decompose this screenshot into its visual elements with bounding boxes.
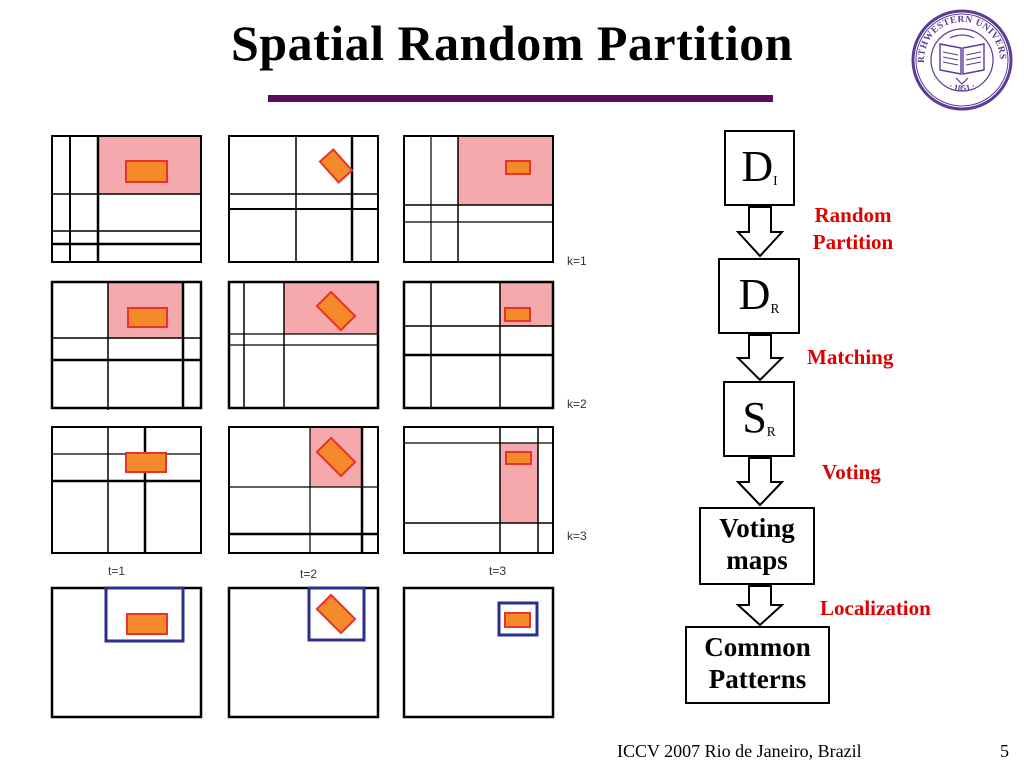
object-diamond xyxy=(318,148,354,184)
flow-node-voting-maps-line1: Voting xyxy=(719,513,795,543)
object-rectangle xyxy=(125,160,168,183)
grid-panel xyxy=(51,135,202,263)
localized-box xyxy=(104,586,185,643)
partition-figure xyxy=(50,135,555,719)
flow-node-dr-sub: R xyxy=(770,301,780,317)
flow-node-dr-main: D xyxy=(738,270,771,319)
partition-grid-row2 xyxy=(50,280,555,410)
object-diamond xyxy=(315,593,357,635)
object-rectangle xyxy=(125,452,167,473)
step-label-random-partition: Random Partition xyxy=(797,202,909,257)
flow-node-sr-sub: R xyxy=(766,424,776,440)
flow-node-sr-main: S xyxy=(742,393,767,442)
grid-panel xyxy=(402,586,555,719)
k-label-1: k=1 xyxy=(567,254,587,268)
slide-footer: ICCV 2007 Rio de Janeiro, Brazil xyxy=(617,741,862,761)
flow-node-common-patterns-line1: Common xyxy=(704,632,811,662)
grid-panel xyxy=(403,135,554,263)
localization-result-row xyxy=(50,586,555,719)
object-rectangle xyxy=(505,160,531,175)
k-label-2: k=2 xyxy=(567,397,587,411)
flow-node-di: DI xyxy=(724,130,795,206)
down-arrow-icon xyxy=(736,585,784,627)
grid-panel xyxy=(228,426,379,554)
northwestern-university-seal: NORTHWESTERN UNIVERSITY · 1851 · xyxy=(910,8,1013,111)
step-label-random-partition-line1: Random xyxy=(814,203,892,227)
partition-grid-row3 xyxy=(51,426,554,554)
t-label-2: t=2 xyxy=(300,567,318,581)
grid-panel xyxy=(227,586,380,719)
flow-node-common-patterns-line2: Patterns xyxy=(708,664,807,695)
localized-box xyxy=(497,601,539,637)
flow-node-common-patterns: Common Patterns xyxy=(685,626,830,704)
partition-grid-row1 xyxy=(51,135,554,263)
step-label-localization: Localization xyxy=(820,596,931,620)
flow-node-voting-maps-line2: maps xyxy=(726,545,788,576)
flow-node-di-main: D xyxy=(741,142,774,191)
object-rectangle xyxy=(504,307,531,322)
localized-box xyxy=(307,586,366,642)
slide-title: Spatial Random Partition xyxy=(230,15,794,71)
object-rectangle xyxy=(505,451,532,465)
object-diamond xyxy=(315,436,357,478)
down-arrow-icon xyxy=(736,206,784,258)
step-label-random-partition-line2: Partition xyxy=(812,230,894,255)
grid-panel xyxy=(402,280,555,410)
object-rectangle xyxy=(504,612,531,628)
title-underline xyxy=(268,95,773,102)
grid-panel xyxy=(403,426,554,554)
flow-node-di-sub: I xyxy=(773,173,778,189)
step-label-matching: Matching xyxy=(807,345,894,369)
flow-node-voting-maps: Voting maps xyxy=(699,507,815,585)
object-rectangle xyxy=(126,613,168,635)
t-label-3: t=3 xyxy=(489,564,507,578)
grid-panel xyxy=(228,135,379,263)
grid-panel xyxy=(50,280,203,410)
grid-panel xyxy=(50,586,203,719)
k-label-3: k=3 xyxy=(567,529,587,543)
t-label-1: t=1 xyxy=(108,564,126,578)
flow-node-sr: SR xyxy=(723,381,795,457)
page-number: 5 xyxy=(1000,741,1009,761)
down-arrow-icon xyxy=(736,457,784,507)
flow-node-dr: DR xyxy=(718,258,800,334)
svg-text:· 1851 ·: · 1851 · xyxy=(947,81,976,94)
step-label-voting: Voting xyxy=(822,460,881,484)
object-diamond xyxy=(315,290,357,332)
object-rectangle xyxy=(127,307,168,328)
down-arrow-icon xyxy=(736,334,784,382)
grid-panel xyxy=(51,426,202,554)
